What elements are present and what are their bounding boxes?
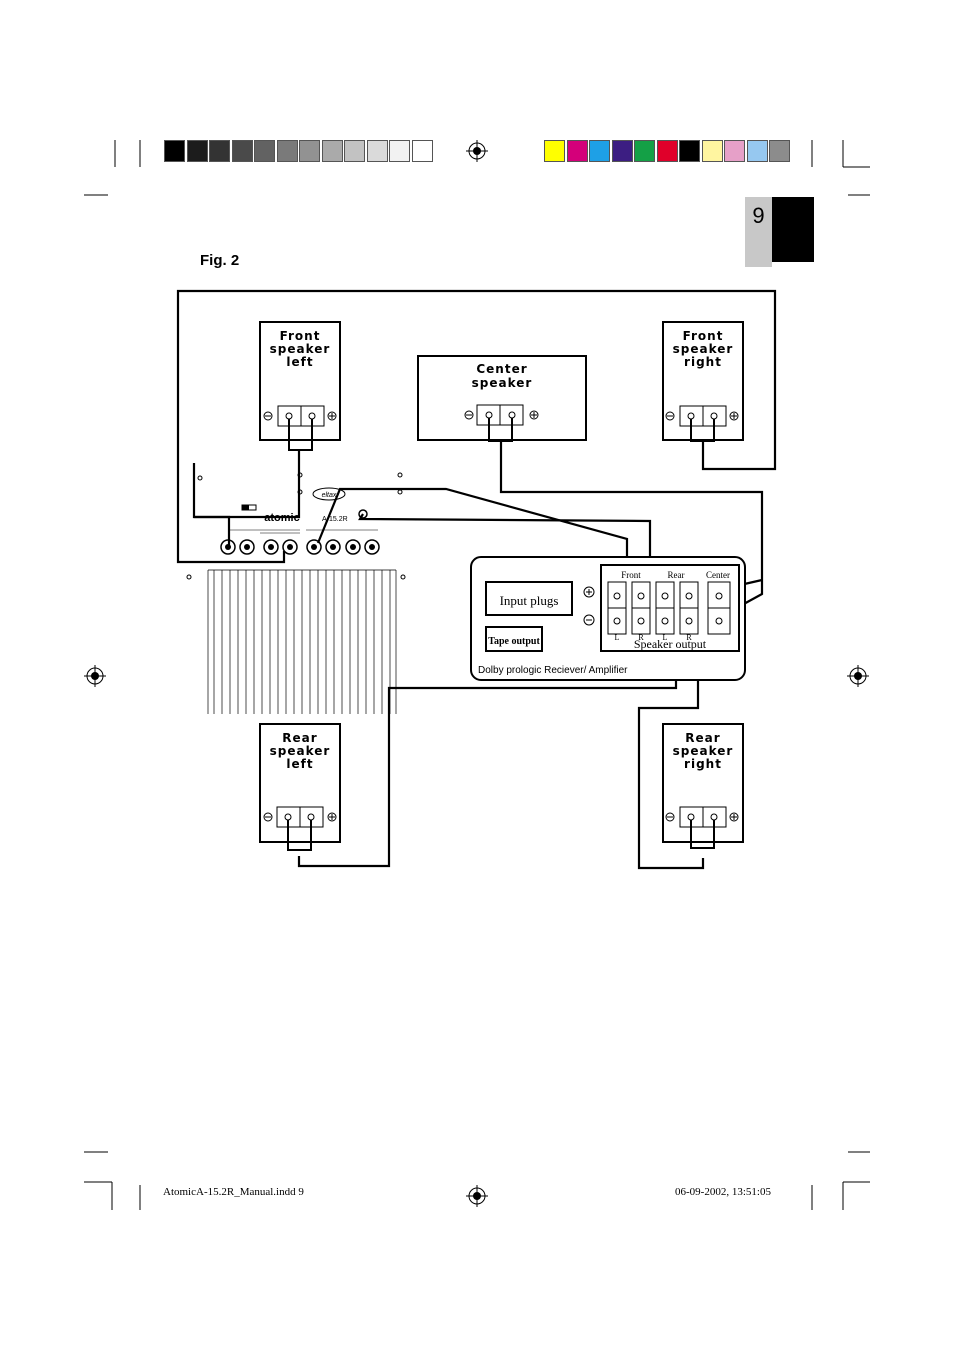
svg-text:eltax: eltax xyxy=(322,492,337,499)
gray-swatch xyxy=(164,140,185,162)
speaker-output-label: Speaker output xyxy=(634,637,707,651)
gray-swatch xyxy=(231,140,253,162)
center-line1: Center xyxy=(476,362,527,376)
rear-left-speaker: Rear speaker left xyxy=(259,723,341,851)
group-center: Center xyxy=(706,570,730,580)
color-swatch xyxy=(724,140,745,162)
crop-marks xyxy=(84,140,870,1210)
wire-front-left xyxy=(192,450,301,519)
channel-rear-l: L xyxy=(663,633,668,642)
color-swatch xyxy=(566,140,588,162)
gray-swatch xyxy=(344,140,365,162)
registration-mark-right xyxy=(847,665,869,687)
front-left-line3: left xyxy=(286,355,313,369)
rear-right-line2: speaker xyxy=(673,744,734,758)
channel-front-r: R xyxy=(638,633,644,642)
figure-label: Fig. 2 xyxy=(200,252,240,269)
receiver-title: Dolby prologic Reciever/ Amplifier xyxy=(478,665,628,676)
color-swatch xyxy=(611,140,633,162)
rear-left-line3: left xyxy=(286,757,313,771)
amp-model: A-15.2R xyxy=(322,516,348,523)
front-right-line3: right xyxy=(684,355,722,369)
page-tab-black xyxy=(772,197,814,262)
footer-timestamp: 06-09-2002, 13:51:05 xyxy=(675,1186,771,1198)
channel-front-l: L xyxy=(615,633,620,642)
gray-swatch xyxy=(186,140,208,162)
gray-swatch xyxy=(299,140,320,162)
registration-mark-top xyxy=(466,140,488,162)
color-swatch xyxy=(656,140,678,162)
color-swatch xyxy=(679,140,700,162)
rear-left-line1: Rear xyxy=(282,731,317,745)
amp-connectors xyxy=(220,539,380,555)
gray-swatch xyxy=(209,140,230,162)
color-swatch xyxy=(769,140,790,162)
amp-brand: atomic xyxy=(264,512,299,524)
gray-swatch xyxy=(389,140,410,162)
rear-right-line1: Rear xyxy=(685,731,720,745)
color-swatch xyxy=(701,140,723,162)
gray-swatch xyxy=(366,140,388,162)
front-right-line1: Front xyxy=(683,329,724,343)
color-swatch xyxy=(544,140,565,162)
rear-left-line2: speaker xyxy=(270,744,331,758)
gray-swatch xyxy=(411,140,433,162)
wire-front-right xyxy=(176,289,777,564)
color-swatch xyxy=(589,140,610,162)
registration-mark-bottom xyxy=(466,1185,488,1207)
front-left-line2: speaker xyxy=(270,342,331,356)
input-plugs-label: Input plugs xyxy=(500,593,559,608)
tape-output-label: Tape output xyxy=(488,636,540,647)
rear-right-line3: right xyxy=(684,757,722,771)
color-swatch xyxy=(746,140,768,162)
gray-swatch xyxy=(254,140,275,162)
front-right-speaker: Front speaker right xyxy=(662,321,744,442)
registration-mark-left xyxy=(84,665,106,687)
wire-center xyxy=(499,441,764,618)
amplifier-panel: eltax atomic A-15.2R xyxy=(186,472,406,580)
color-swatch xyxy=(634,140,655,162)
gray-swatch xyxy=(276,140,298,162)
front-right-line2: speaker xyxy=(673,342,734,356)
receiver-terminals xyxy=(607,581,731,635)
center-speaker: Center speaker xyxy=(417,355,587,442)
center-line2: speaker xyxy=(472,376,533,390)
front-left-speaker: Front speaker left xyxy=(259,321,341,451)
channel-rear-r: R xyxy=(686,633,692,642)
gray-swatch xyxy=(321,140,343,162)
group-rear: Rear xyxy=(668,570,685,580)
footer-filename: AtomicA-15.2R_Manual.indd 9 xyxy=(163,1186,304,1198)
wire-front-left-b xyxy=(194,515,231,545)
receiver-box: Input plugs Tape output Dolby prologic R… xyxy=(470,556,746,681)
amplifier-heatsink xyxy=(207,569,397,714)
rear-right-speaker: Rear speaker right xyxy=(662,723,744,849)
page-tab xyxy=(745,197,772,267)
front-left-line1: Front xyxy=(280,329,321,343)
group-front: Front xyxy=(621,570,641,580)
page-number: 9 xyxy=(752,203,765,228)
